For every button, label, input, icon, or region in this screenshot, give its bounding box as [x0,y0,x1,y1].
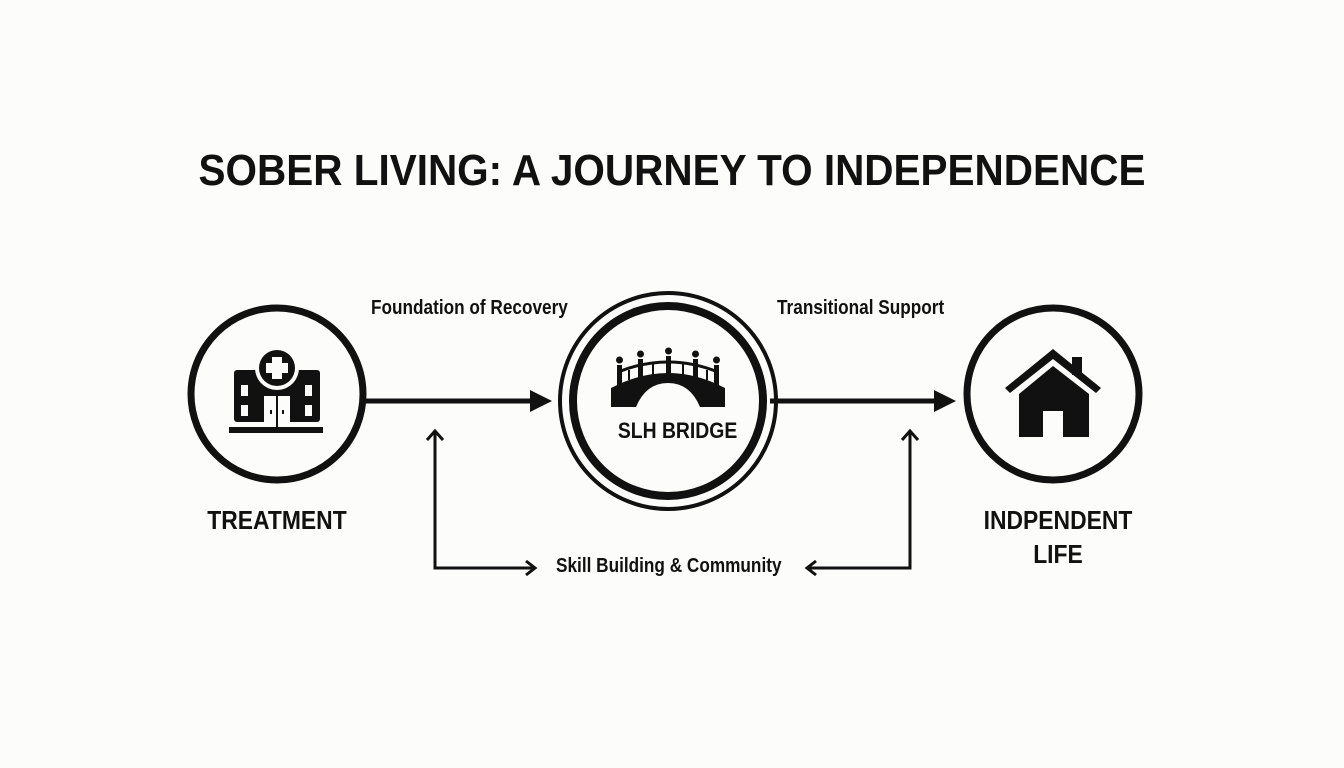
feedback-left-connector [425,428,538,577]
bridge-icon [610,347,726,407]
edge-label-foundation: Foundation of Recovery [371,297,568,319]
treatment-node [187,304,367,484]
edge-label-transitional: Transitional Support [777,297,945,319]
hospital-icon [229,346,323,433]
independent-life-node [963,304,1143,484]
slh-bridge-label: SLH BRIDGE [617,418,738,443]
arrow-treatment-to-bridge [364,390,552,412]
arrow-bridge-to-independent [770,390,956,412]
page-title: SOBER LIVING: A JOURNEY TO INDEPENDENCE [198,146,1146,195]
independent-life-label-line1: INDPENDENT [983,505,1133,535]
treatment-label: TREATMENT [207,505,347,535]
edge-label-skill-building: Skill Building & Community [556,555,782,577]
slh-bridge-node [558,291,778,511]
independent-life-label-line2: LIFE [1033,539,1083,569]
house-icon [1005,349,1101,437]
feedback-right-connector [804,428,920,577]
